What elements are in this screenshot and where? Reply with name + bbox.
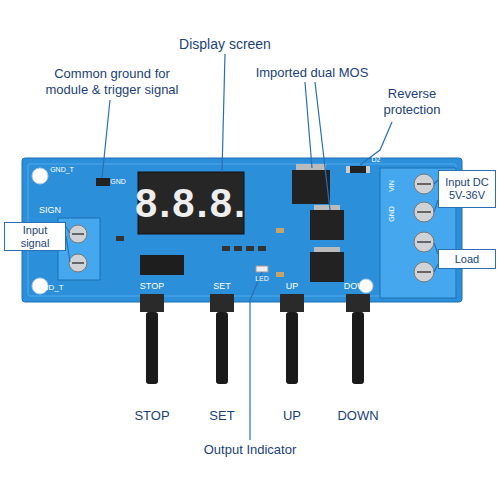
callout-label: Common ground for module & trigger signa… [37,66,187,97]
button-label: UP [283,408,301,424]
leader-line [315,82,330,210]
resistor-smd [116,236,124,241]
screw-slot [417,271,431,273]
diode-lead [346,166,350,173]
silk-label: GND [110,178,126,186]
button-body [280,294,304,312]
terminal-screw [414,262,434,282]
silk-label: GND [388,206,396,222]
button-body [140,294,164,312]
leader-line [66,227,70,233]
screw-slot [417,211,431,213]
button-stalk [286,312,298,384]
output-led [256,266,268,272]
silk-label: D2 [372,156,381,164]
diode-lead [366,166,370,173]
callout-box: Load [438,249,496,269]
silk-label: GND_T [36,283,63,293]
button-label: SET [209,408,234,424]
leader-lines [66,54,438,440]
terminal-screw [69,254,87,272]
screw-slot [417,183,431,185]
silk-label: SET [213,281,231,292]
terminal-screw [414,232,434,252]
callout-label: Display screen [179,36,271,53]
leader-line [222,54,225,172]
silk-label: VIN [388,180,396,192]
callout-label: Reverse protection [372,86,452,117]
button-stalk [146,312,158,384]
leader-line [360,122,392,165]
leader-line [102,100,110,178]
display-digits: 8.8.8. [135,179,247,227]
callout-text: Input signal [7,224,63,249]
resistor-smd [222,246,230,251]
optocoupler-chip [140,255,184,275]
silk-label: STOP [140,281,164,292]
callout-label: Imported dual MOS [256,65,369,81]
capacitor-smd [276,272,284,277]
pcb-board [22,158,462,302]
leader-line [305,82,312,168]
screw-slot [72,233,84,235]
screw-slot [417,241,431,243]
button-body [210,294,234,312]
callout-label: Output Indicator [204,442,297,458]
mos-transistor [310,210,344,240]
resistor-smd [246,246,254,251]
silk-label: LED [255,275,269,283]
regulator-chip [292,170,330,204]
resistor-smd [258,246,266,251]
terminal-screw [414,202,434,222]
callout-text: Load [455,253,479,266]
silk-label: GND_T [50,166,74,174]
leader-line [250,272,262,440]
resistor-smd [234,246,242,251]
leader-line [66,236,70,262]
protection-diode [350,166,366,173]
button-label: DOWN [337,408,378,424]
capacitor-smd [276,228,284,233]
silk-label: UP [286,281,299,292]
callout-box: Input signal [4,222,66,251]
callout-box: Input DC 5V-36V [438,170,496,208]
button-label: STOP [134,408,169,424]
screw-slot [72,262,84,264]
callout-text: Input DC 5V-36V [441,176,493,201]
silk-label: DOWN [344,281,373,292]
pin-header [96,178,110,186]
button-stalk [216,312,228,384]
mount-hole [32,168,48,184]
button-stalk [352,312,364,384]
terminal-screw [414,174,434,194]
terminal-screw [69,225,87,243]
button-body [346,294,370,312]
silk-label: SIGN [39,205,61,216]
mos-transistor [310,252,344,282]
